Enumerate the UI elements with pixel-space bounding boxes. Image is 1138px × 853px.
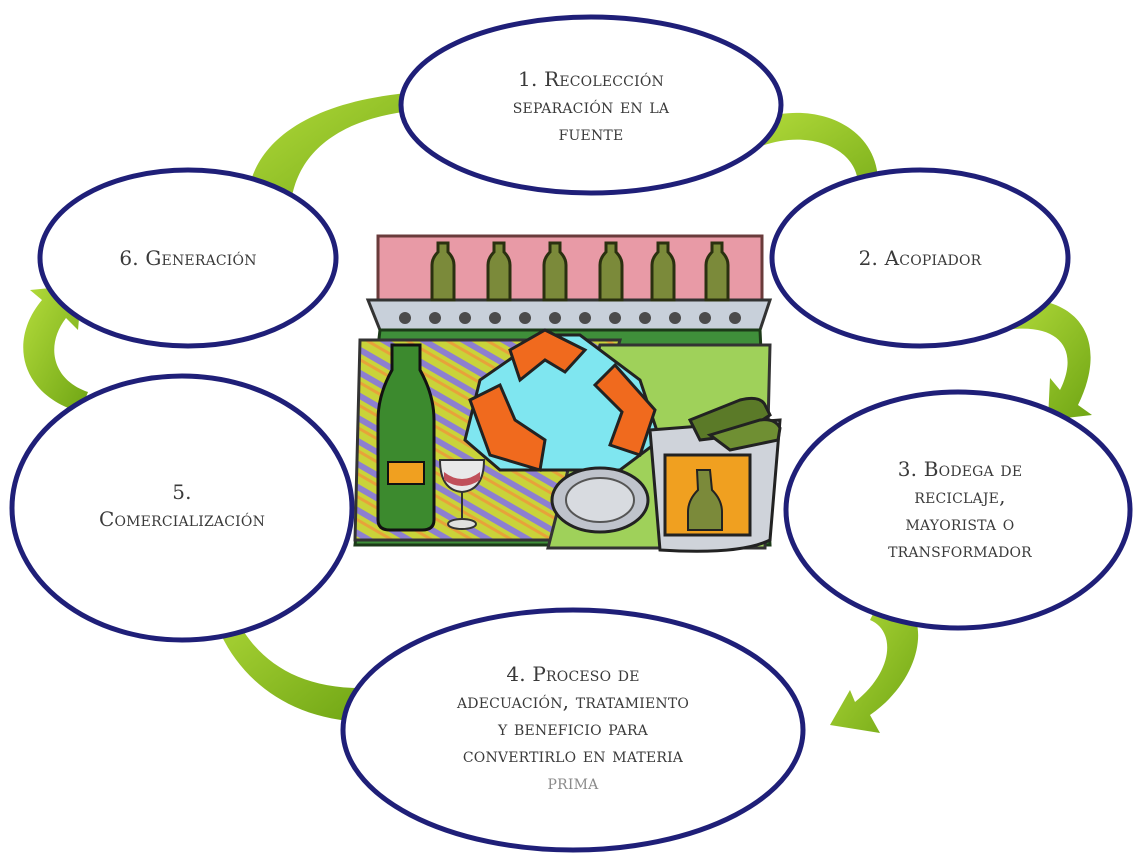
stage-6-line-1: 6. Generación: [119, 245, 257, 270]
stage-1-line-3: fuente: [558, 120, 624, 145]
ellipse-stage-2: [769, 167, 1071, 349]
ellipse-stage-6: [37, 167, 339, 349]
ellipse-stage-3: [783, 389, 1133, 631]
stage-1-line-1: 1. Recolección: [518, 66, 664, 91]
stage-4-line-5: prima: [547, 769, 599, 794]
stage-6-label: 6. Generación: [66, 240, 310, 276]
arrow-3-to-4: [830, 599, 919, 733]
stage-4-label: 4. Proceso de adecuación, tratamiento y …: [398, 648, 748, 808]
ellipse-stage-1: [398, 14, 784, 196]
stage-4-line-2: adecuación, tratamiento: [456, 688, 690, 713]
stage-3-line-3: mayorista o: [905, 511, 1015, 535]
stage-4-line-4: convertirlo en materia: [462, 742, 684, 767]
stage-5-label: 5. Comercialización: [40, 470, 324, 542]
stage-4-line-1: 4. Proceso de: [506, 661, 640, 686]
stage-2-label: 2. Acopiador: [800, 240, 1040, 276]
arrow-4-to-5: [198, 588, 368, 722]
recycling-clipart: [353, 234, 782, 553]
stage-3-line-1: 3. Bodega de: [897, 457, 1023, 481]
ellipse-stage-5: [9, 373, 355, 643]
arrow-5-to-6: [23, 285, 88, 412]
stage-3-line-2: reciclaje,: [914, 484, 1006, 508]
stage-ellipses: [9, 14, 1133, 853]
stage-5-line-2: Comercialización: [98, 507, 266, 531]
ellipse-stage-4: [340, 607, 806, 853]
stage-1-label: 1. Recolección separación en la fuente: [456, 58, 726, 154]
stage-2-line-1: 2. Acopiador: [858, 245, 982, 270]
stage-3-line-4: transformador: [888, 538, 1032, 562]
stage-5-line-1: 5.: [172, 480, 192, 504]
stage-1-line-2: separación en la: [512, 93, 670, 118]
arrow-2-to-3: [1000, 298, 1092, 420]
stage-4-line-3: y beneficio para: [498, 715, 648, 740]
stage-3-label: 3. Bodega de reciclaje, mayorista o tran…: [820, 445, 1100, 575]
